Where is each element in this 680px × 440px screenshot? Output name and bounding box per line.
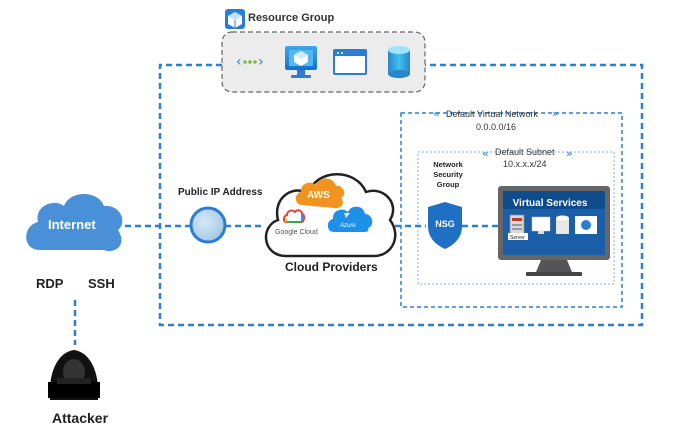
vnet-icon: ‹ › [236, 54, 264, 70]
resource-group-box [221, 31, 426, 93]
azure-cloud-icon [327, 206, 373, 232]
virtual-network-box [400, 112, 623, 308]
internet-label: Internet [48, 217, 96, 232]
subnet-title: Default Subnet [495, 147, 555, 157]
resource-group-title: Resource Group [248, 12, 335, 24]
desktop-icon [531, 216, 551, 234]
internet-cloud [26, 194, 123, 252]
connection-lines [73, 224, 500, 345]
aws-label: AWS [307, 190, 330, 201]
public-ip-icon [189, 206, 227, 244]
public-ip-label: Public IP Address [178, 187, 263, 198]
azure-label: Azure [340, 223, 356, 229]
server-icon [508, 214, 528, 240]
ssh-label: SSH [88, 276, 115, 291]
storage-icon [388, 46, 410, 78]
google-cloud-icon [282, 209, 306, 223]
virtual-services-monitor [498, 186, 610, 276]
google-cloud-label: Google Cloud [275, 229, 318, 236]
svg-text:»: » [552, 107, 559, 120]
svg-text:«: « [433, 107, 440, 120]
svg-text:›: › [258, 54, 264, 70]
aws-cloud-icon [295, 178, 345, 209]
virtual-services-title: Virtual Services [512, 198, 588, 209]
resource-group-icon [225, 9, 245, 29]
nsg-caption: Network Security Group [433, 160, 463, 189]
app-window-icon [333, 49, 367, 75]
nsg-shield-icon [428, 202, 462, 249]
subnet-box [417, 151, 615, 285]
subnet-label-icon: « » [482, 147, 573, 160]
virtual-network-title: Default Virtual Network [446, 109, 538, 119]
database-icon [556, 215, 569, 234]
attacker-label: Attacker [52, 410, 109, 426]
svg-text:«: « [482, 147, 489, 160]
rdp-label: RDP [36, 276, 64, 291]
cloud-environment-boundary [158, 63, 644, 327]
attacker-icon [48, 350, 100, 400]
virtual-machine-icon [285, 46, 317, 78]
svg-text:‹: ‹ [236, 54, 242, 70]
server-label: Server [510, 235, 525, 241]
virtual-network-cidr: 0.0.0.0/16 [476, 122, 517, 132]
subnet-cidr: 10.x.x.x/24 [503, 159, 547, 169]
web-app-icon [575, 216, 597, 234]
cloud-providers-label: Cloud Providers [285, 260, 378, 274]
nsg-label: NSG [435, 219, 455, 229]
vnet-label-icon: « » [433, 107, 559, 120]
svg-text:»: » [566, 147, 573, 160]
